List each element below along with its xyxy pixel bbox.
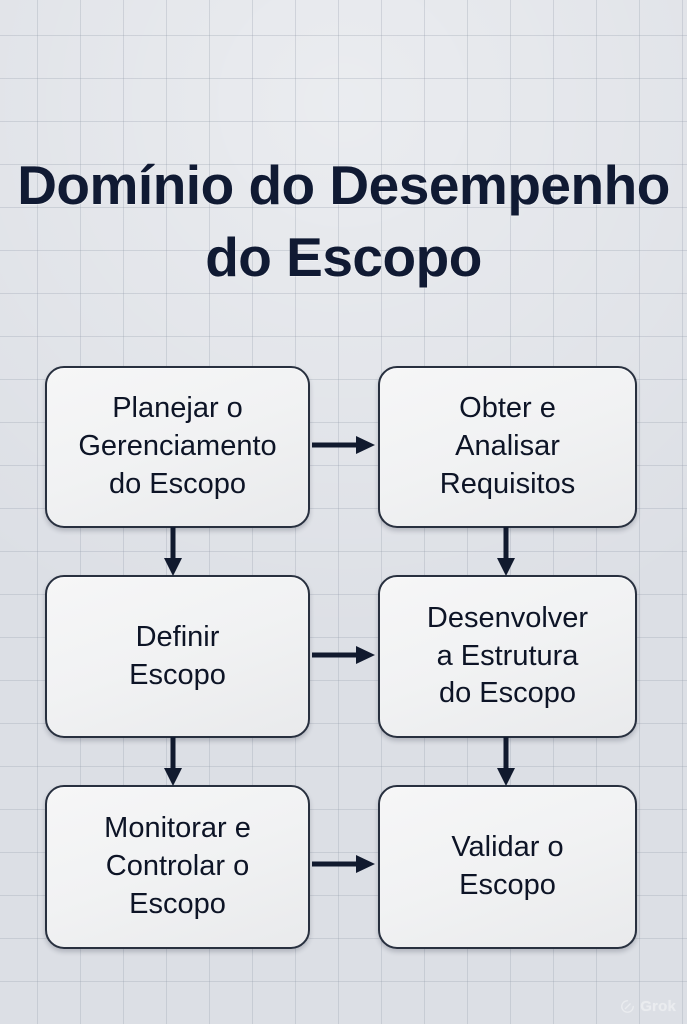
node-label: Validar o Escopo <box>451 831 564 901</box>
node-obter-analisar-requisitos[interactable]: Obter e Analisar Requisitos <box>378 366 637 528</box>
arrow-right-icon-row-1 <box>310 432 378 458</box>
node-monitorar-controlar-escopo[interactable]: Monitorar e Controlar o Escopo <box>45 785 310 949</box>
node-label: Definir Escopo <box>129 620 226 691</box>
arrow-down-icon-left-2 <box>160 737 186 787</box>
node-label: Planejar o Gerenciamento do Escopo <box>78 392 277 500</box>
arrow-right-icon-row-3 <box>310 851 378 877</box>
node-planejar-gerenciamento-escopo[interactable]: Planejar o Gerenciamento do Escopo <box>45 366 310 528</box>
arrow-down-icon-right-1 <box>493 527 519 577</box>
node-label: Desenvolver a Estrutura do Escopo <box>426 601 589 710</box>
node-definir-escopo[interactable]: Definir Escopo <box>45 575 310 738</box>
arrow-down-icon-right-2 <box>493 737 519 787</box>
node-label: Obter e Analisar Requisitos <box>439 392 576 500</box>
node-desenvolver-estrutura-escopo[interactable]: Desenvolver a Estrutura do Escopo <box>378 575 637 738</box>
arrow-down-icon-left-1 <box>160 527 186 577</box>
node-validar-escopo[interactable]: Validar o Escopo <box>378 785 637 949</box>
page-title: Domínio do Desempenho do Escopo <box>17 153 670 289</box>
arrow-right-icon-row-2 <box>310 642 378 668</box>
grok-watermark-label: Grok <box>640 998 676 1015</box>
node-label: Monitorar e Controlar o Escopo <box>104 812 251 920</box>
grok-watermark: Grok <box>620 998 676 1015</box>
grok-logo-icon <box>621 1000 635 1013</box>
